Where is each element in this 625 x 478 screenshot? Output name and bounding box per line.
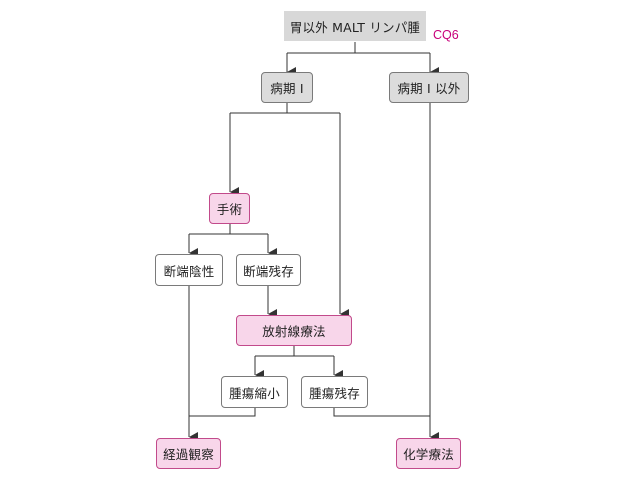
radiotherapy-node: 放射線療法 xyxy=(236,315,352,346)
tumor-shrink-node: 腫瘍縮小 xyxy=(221,376,288,408)
tumor-shrink-label: 腫瘍縮小 xyxy=(229,385,280,401)
root-node-label: 胃以外 MALT リンパ腫 xyxy=(289,19,421,35)
stage-other-label: 病期 I 以外 xyxy=(397,81,461,96)
root-node: 胃以外 MALT リンパ腫 xyxy=(284,11,426,41)
tumor-residual-node: 腫瘍残存 xyxy=(301,376,368,408)
tumor-residual-label: 腫瘍残存 xyxy=(309,385,360,401)
surgery-label: 手術 xyxy=(216,202,243,217)
radiotherapy-label: 放射線療法 xyxy=(262,324,326,339)
margin-residual-label: 断端残存 xyxy=(243,263,294,279)
chemotherapy-label: 化学療法 xyxy=(403,447,454,462)
stage1-label: 病期 I xyxy=(270,81,304,96)
margin-negative-node: 断端陰性 xyxy=(155,254,223,286)
chemotherapy-node: 化学療法 xyxy=(396,438,461,469)
observation-node: 経過観察 xyxy=(156,438,221,469)
stage-other-node: 病期 I 以外 xyxy=(389,72,469,103)
surgery-node: 手術 xyxy=(209,193,250,224)
margin-residual-node: 断端残存 xyxy=(236,254,301,286)
stage1-node: 病期 I xyxy=(261,72,313,103)
observation-label: 経過観察 xyxy=(163,447,214,462)
cq-tag: CQ6 xyxy=(433,28,459,42)
margin-negative-label: 断端陰性 xyxy=(163,263,215,279)
